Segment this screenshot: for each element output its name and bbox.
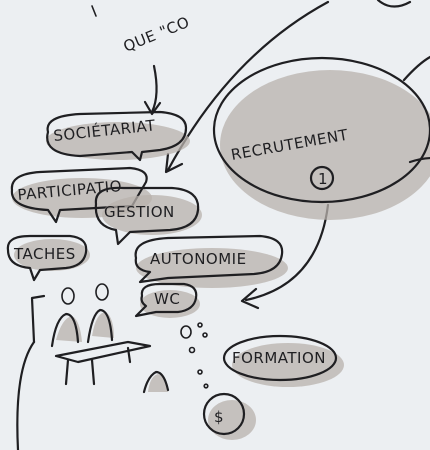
money-label: $ bbox=[214, 408, 224, 426]
taches-label: TACHES bbox=[13, 245, 76, 263]
bubble-gestion: GESTION bbox=[94, 186, 202, 246]
recrutement-tail-upper bbox=[402, 55, 430, 82]
person-head-1 bbox=[61, 287, 75, 305]
bubble-societariat: SOCIÉTARIAT bbox=[46, 110, 190, 162]
people-group bbox=[16, 283, 170, 450]
top-fragment-mark bbox=[91, 5, 97, 17]
person-body-3 bbox=[142, 370, 170, 394]
arrow-que-to-societariat bbox=[143, 64, 162, 116]
group-bracket bbox=[30, 294, 46, 344]
arrow-recrutement-to-formation bbox=[240, 203, 330, 310]
recrutement-node: RECRUTEMENT 1 bbox=[212, 55, 430, 220]
formation-ellipse bbox=[222, 334, 338, 382]
gestion-label: GESTION bbox=[104, 203, 175, 221]
bubble-autonomie: AUTONOMIE bbox=[134, 234, 288, 288]
bubble-wc: WC bbox=[134, 282, 200, 318]
recrutement-number-circle bbox=[309, 165, 335, 191]
autonomie-label: AUTONOMIE bbox=[150, 250, 247, 268]
person-body-2 bbox=[86, 308, 114, 344]
formation-label: FORMATION bbox=[232, 349, 326, 367]
bubble-formation: FORMATION bbox=[222, 334, 344, 387]
top-right-fragment bbox=[376, 0, 412, 8]
recrutement-tail-lower bbox=[408, 156, 430, 164]
bubble-money: $ bbox=[202, 392, 256, 440]
person-head-2 bbox=[95, 283, 109, 301]
recrutement-number: 1 bbox=[318, 170, 328, 188]
recrutement-circle bbox=[212, 56, 430, 204]
long-curve bbox=[16, 340, 36, 450]
wc-label: WC bbox=[154, 290, 180, 308]
person-body-1 bbox=[50, 312, 80, 348]
money-circle bbox=[202, 392, 246, 436]
top-text: QUE "CO bbox=[121, 13, 192, 56]
table bbox=[54, 340, 152, 364]
bubble-taches: TACHES bbox=[6, 234, 90, 282]
table-legs bbox=[64, 346, 132, 386]
thought-dots bbox=[180, 322, 209, 389]
